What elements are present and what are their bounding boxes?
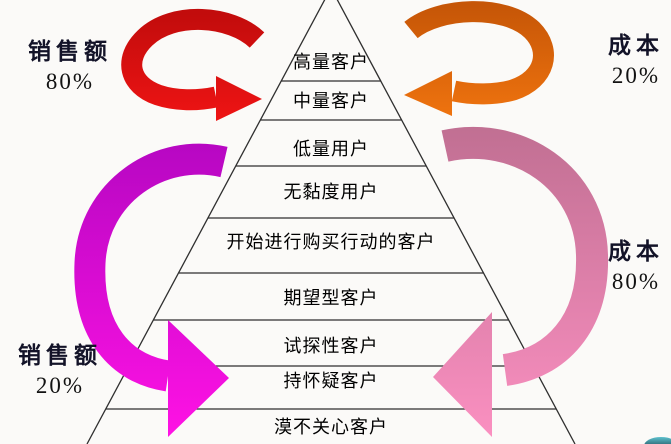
top-right-cycle-arrow-band: [404, 1, 554, 105]
top-right-cycle-arrow: [404, 1, 554, 116]
annotation-sales-bottom: 销售额 20%: [8, 342, 112, 399]
annotation-value: 20%: [611, 63, 661, 88]
tier-label-8: 持怀疑客户: [283, 371, 379, 391]
top-left-cycle-arrowhead-icon: [216, 76, 262, 121]
tier-label-3: 低量用户: [293, 139, 369, 159]
annotation-title: 成本: [608, 33, 664, 58]
left-cycle-arrowhead-icon: [168, 320, 229, 437]
annotation-title: 成本: [608, 239, 664, 264]
tier-label-7: 试探性客户: [283, 336, 379, 356]
annotation-cost-top: 成本 20%: [586, 32, 671, 89]
top-right-cycle-arrowhead-icon: [404, 71, 452, 116]
tier-label-6: 期望型客户: [283, 288, 379, 308]
right-cycle-arrow: [433, 126, 609, 437]
top-left-cycle-arrow: [121, 9, 265, 121]
tier-label-2: 中量客户: [293, 91, 369, 111]
annotation-title: 销售额: [28, 39, 112, 64]
corner-logo-fragment: [644, 437, 671, 444]
tier-label-1: 高量客户: [293, 52, 369, 72]
annotation-value: 80%: [611, 269, 661, 294]
annotation-title: 销售额: [18, 343, 102, 368]
right-cycle-arrowhead-icon: [433, 312, 492, 437]
annotation-value: 80%: [45, 69, 95, 94]
tier-label-4: 无黏度用户: [283, 182, 379, 202]
left-cycle-arrow: [74, 143, 229, 437]
right-cycle-arrow-band: [441, 126, 609, 386]
left-cycle-arrow-band: [74, 143, 228, 392]
tier-label-9: 漠不关心客户: [274, 417, 388, 437]
tier-label-5: 开始进行购买行动的客户: [226, 232, 436, 252]
annotation-cost-right: 成本 80%: [586, 238, 671, 295]
top-left-cycle-arrow-band: [121, 9, 265, 111]
annotation-value: 20%: [35, 373, 85, 398]
annotation-sales-top: 销售额 80%: [16, 38, 124, 95]
